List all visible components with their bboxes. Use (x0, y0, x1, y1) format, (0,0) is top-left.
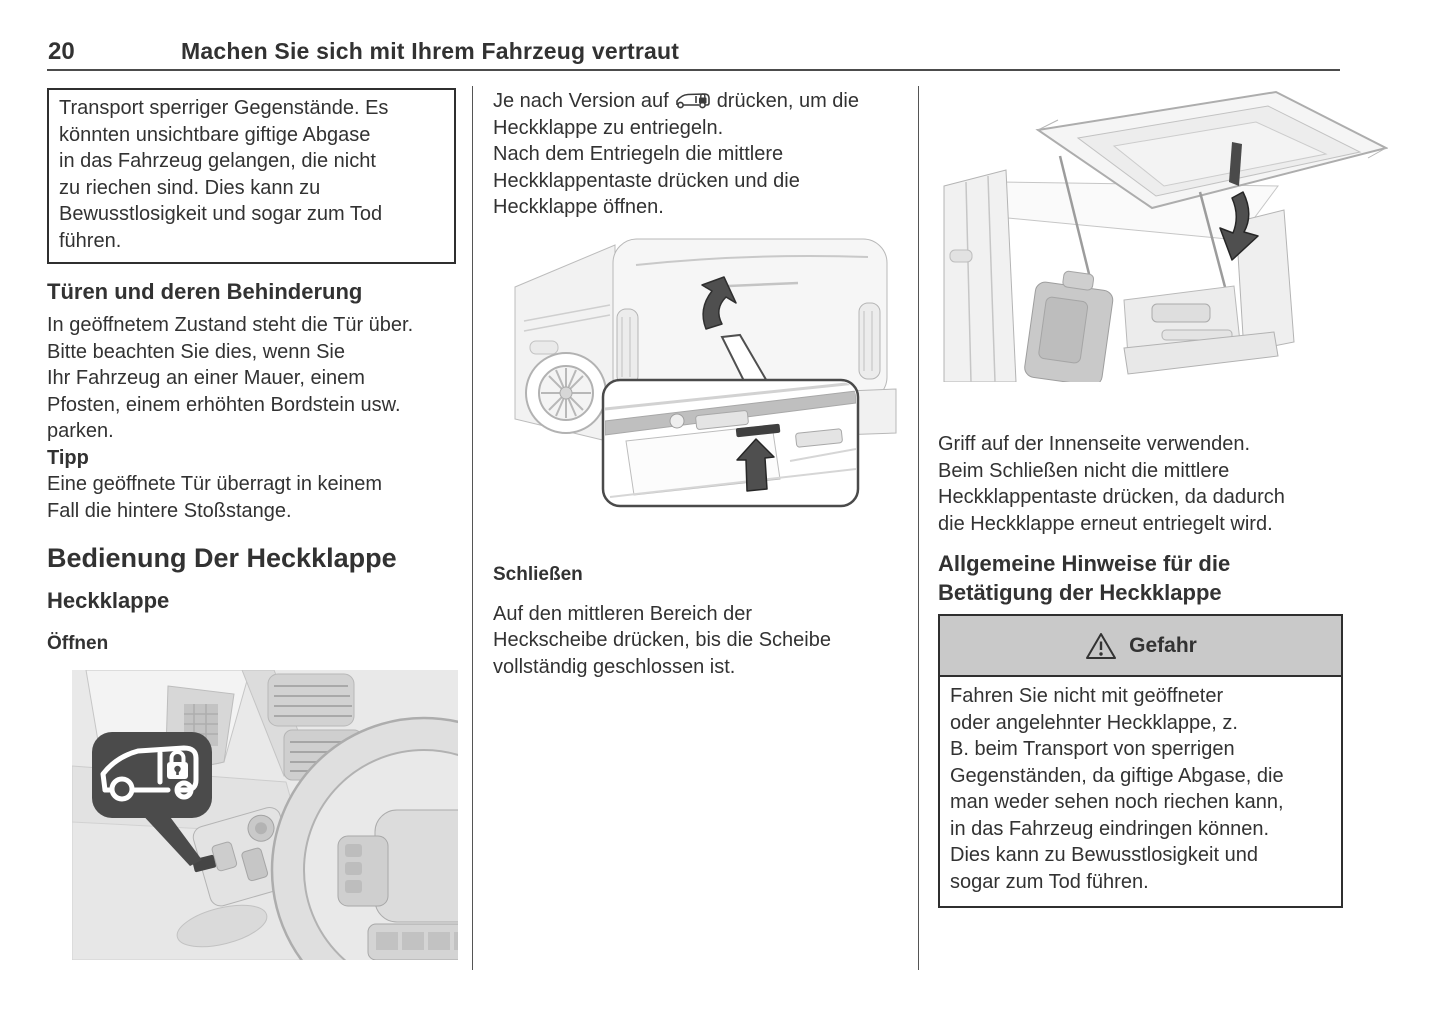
danger-header: Gefahr (940, 616, 1341, 677)
left-column: Transport sperriger Gegenstände. Es könn… (47, 88, 578, 1018)
tailgate-panel (1035, 90, 1389, 210)
warning-triangle-icon (1086, 632, 1117, 659)
callout-bubble (92, 732, 212, 866)
press-up-arrow (736, 437, 775, 492)
tailgate-heading: Bedienung Der Heckklappe (47, 543, 397, 573)
gas-strut-left (1058, 155, 1092, 279)
unlock-step2: Nach dem Entriegeln die mittlere Heckkla… (493, 143, 800, 218)
van-rear-illustration (500, 224, 906, 530)
danger-title: Gefahr (1129, 633, 1197, 657)
tailgate-subheading: Heckklappe (47, 588, 170, 613)
column-separator (918, 86, 919, 970)
folded-seat (1024, 270, 1114, 387)
right-column: Griff auf der Innenseite verwenden. Beim… (938, 90, 1389, 908)
close-body: Auf den mittleren Bereich der Heckscheib… (493, 602, 831, 678)
handle-inset (601, 378, 860, 507)
car-unlock-icon (675, 93, 710, 109)
tip-label: Tipp (47, 446, 89, 469)
open-arrow (701, 275, 737, 330)
general-heading: Allgemeine Hinweise für die Betätigung d… (938, 551, 1231, 605)
inner-handle (1229, 142, 1242, 186)
tailgate-open-svg (938, 90, 1389, 387)
rear-wheel (525, 351, 607, 434)
unlock-text-after: drücken, um die Heckklappe zu entriegeln… (493, 90, 859, 139)
license-plate (625, 423, 781, 496)
doorway-trim (1123, 209, 1295, 375)
doors-body: In geöffnetem Zustand steht die Tür über… (47, 314, 414, 442)
tailgate-handle (735, 423, 781, 437)
handle-note: Griff auf der Innenseite verwenden. Beim… (938, 433, 1285, 535)
danger-body: Fahren Sie nicht mit geöffneter oder ang… (950, 685, 1284, 893)
unlock-text-before: Je nach Version auf (493, 90, 669, 112)
page-number: 20 (48, 38, 75, 65)
car-lock-icon (100, 745, 199, 802)
doors-heading: Türen und deren Behinderung (47, 279, 363, 304)
danger-box: Gefahr Fahren Sie nicht mit geöffneter o… (938, 614, 1343, 908)
van-rear-svg (500, 224, 905, 525)
tip-body: Eine geöffnete Tür überragt in keinem Fa… (47, 473, 383, 522)
close-heading: Schließen (493, 563, 583, 585)
tailgate-open-illustration (938, 90, 1389, 387)
close-arrow (1219, 191, 1259, 261)
taillight-left (616, 308, 639, 385)
warning-text: Transport sperriger Gegenstände. Es könn… (59, 97, 389, 252)
dash-vent-upper (267, 673, 355, 727)
open-label: Öffnen (47, 633, 109, 654)
camera-sensor (669, 413, 685, 428)
door-panel-svg (71, 669, 578, 1018)
column-separator (472, 86, 473, 970)
door-handle-recess (176, 904, 268, 948)
door-panel-illustration (71, 669, 578, 1018)
warning-box: Transport sperriger Gegenstände. Es könn… (47, 88, 456, 264)
taillight-right (858, 302, 881, 379)
header-rule (47, 69, 1340, 71)
page-title: Machen Sie sich mit Ihrem Fahrzeug vertr… (181, 38, 680, 64)
body-side (943, 169, 1017, 383)
